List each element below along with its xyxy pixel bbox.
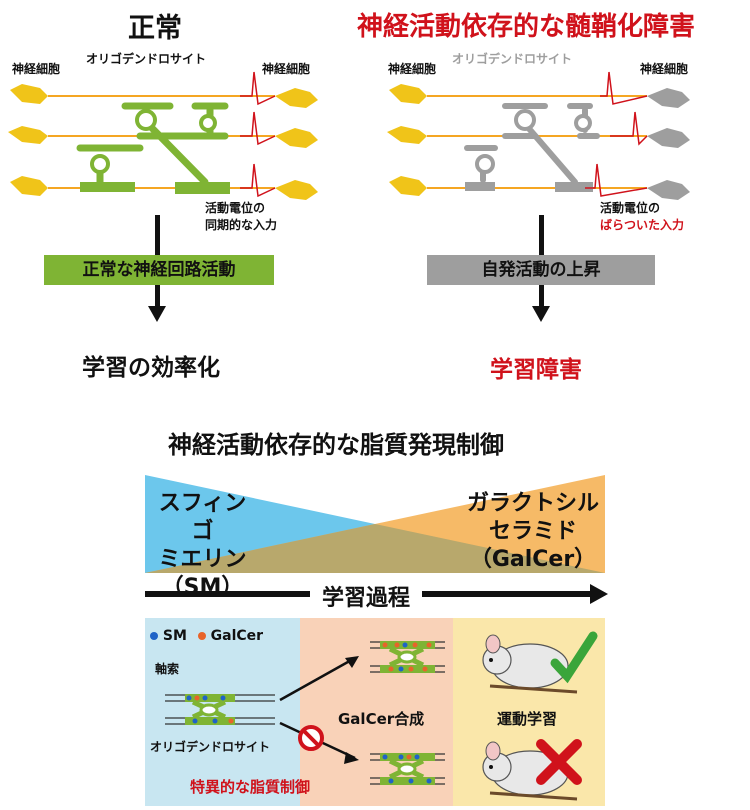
impairment-title: 神経活動依存的な髄鞘化障害 bbox=[357, 12, 696, 42]
sm-label: スフィンゴ ミエリン （SM） bbox=[158, 491, 247, 600]
impaired-circuit-diagram bbox=[387, 71, 690, 200]
lipid-control-title: 神経活動依存的な脂質発現制御 bbox=[168, 431, 504, 459]
normal-outcome: 学習の効率化 bbox=[82, 355, 220, 381]
impairment-outcome: 学習障害 bbox=[490, 357, 582, 383]
galcer-dot-icon bbox=[197, 632, 206, 640]
oligodendrocyte-gray bbox=[464, 103, 600, 192]
arrow-head-left bbox=[148, 306, 166, 322]
neuron-icons-right bbox=[275, 88, 318, 200]
learning-process-arrow-head bbox=[590, 584, 608, 604]
sm-dot-icon bbox=[150, 632, 158, 640]
neuron-label-right: 神経細胞 bbox=[262, 62, 311, 76]
motor-learning-label: 運動学習 bbox=[497, 710, 558, 728]
oligo-galcer-icon bbox=[370, 641, 445, 673]
arrow-head-right bbox=[532, 306, 550, 322]
neuron-icons-left-r bbox=[387, 84, 427, 196]
action-potential-spikes-r bbox=[585, 71, 648, 197]
panel-baseline bbox=[145, 618, 300, 806]
lipid-legend: SM GalCer bbox=[150, 628, 263, 644]
ap-label-async: 活動電位の ばらついた入力 bbox=[600, 201, 685, 232]
prohibition-icon bbox=[298, 725, 324, 751]
lipid-gradient-triangles bbox=[145, 475, 605, 573]
axon-label: 軸索 bbox=[155, 662, 180, 676]
spontaneous-activity-banner: 自発活動の上昇 bbox=[427, 255, 655, 285]
mouse-failure-icon bbox=[482, 739, 582, 801]
normal-activity-banner: 正常な神経回路活動 bbox=[44, 255, 274, 285]
panel-synthesis bbox=[300, 618, 453, 806]
neuron-label-left: 神経細胞 bbox=[12, 62, 61, 76]
action-potential-spikes bbox=[240, 71, 276, 198]
specific-lipid-control-label: 特異的な脂質制御 bbox=[190, 778, 311, 796]
lipid-mechanism-illustration bbox=[165, 631, 598, 801]
neuron-label-right-r: 神経細胞 bbox=[640, 62, 689, 76]
oligo-baseline-icon bbox=[165, 694, 275, 725]
mouse-success-icon bbox=[482, 631, 598, 694]
learning-process-label: 学習過程 bbox=[310, 580, 423, 612]
galcer-label: ガラクトシル セラミド （GalCer） bbox=[466, 491, 599, 572]
oligodendrocyte-label-r: オリゴデンドロサイト bbox=[452, 52, 573, 66]
normal-circuit-diagram bbox=[8, 71, 318, 200]
neuron-icons-left bbox=[8, 84, 48, 196]
oligodendrocyte-green bbox=[76, 102, 230, 194]
oligodendrocyte-label-bottom: オリゴデンドロサイト bbox=[150, 740, 271, 754]
oligodendrocyte-label: オリゴデンドロサイト bbox=[86, 52, 207, 66]
oligo-blocked-icon bbox=[370, 753, 445, 785]
normal-title: 正常 bbox=[128, 13, 182, 44]
ap-label-sync: 活動電位の 同期的な入力 bbox=[205, 201, 278, 232]
neuron-icons-right-r bbox=[647, 88, 690, 200]
neuron-label-left-r: 神経細胞 bbox=[388, 62, 437, 76]
galcer-synthesis-label: GalCer合成 bbox=[338, 710, 425, 728]
